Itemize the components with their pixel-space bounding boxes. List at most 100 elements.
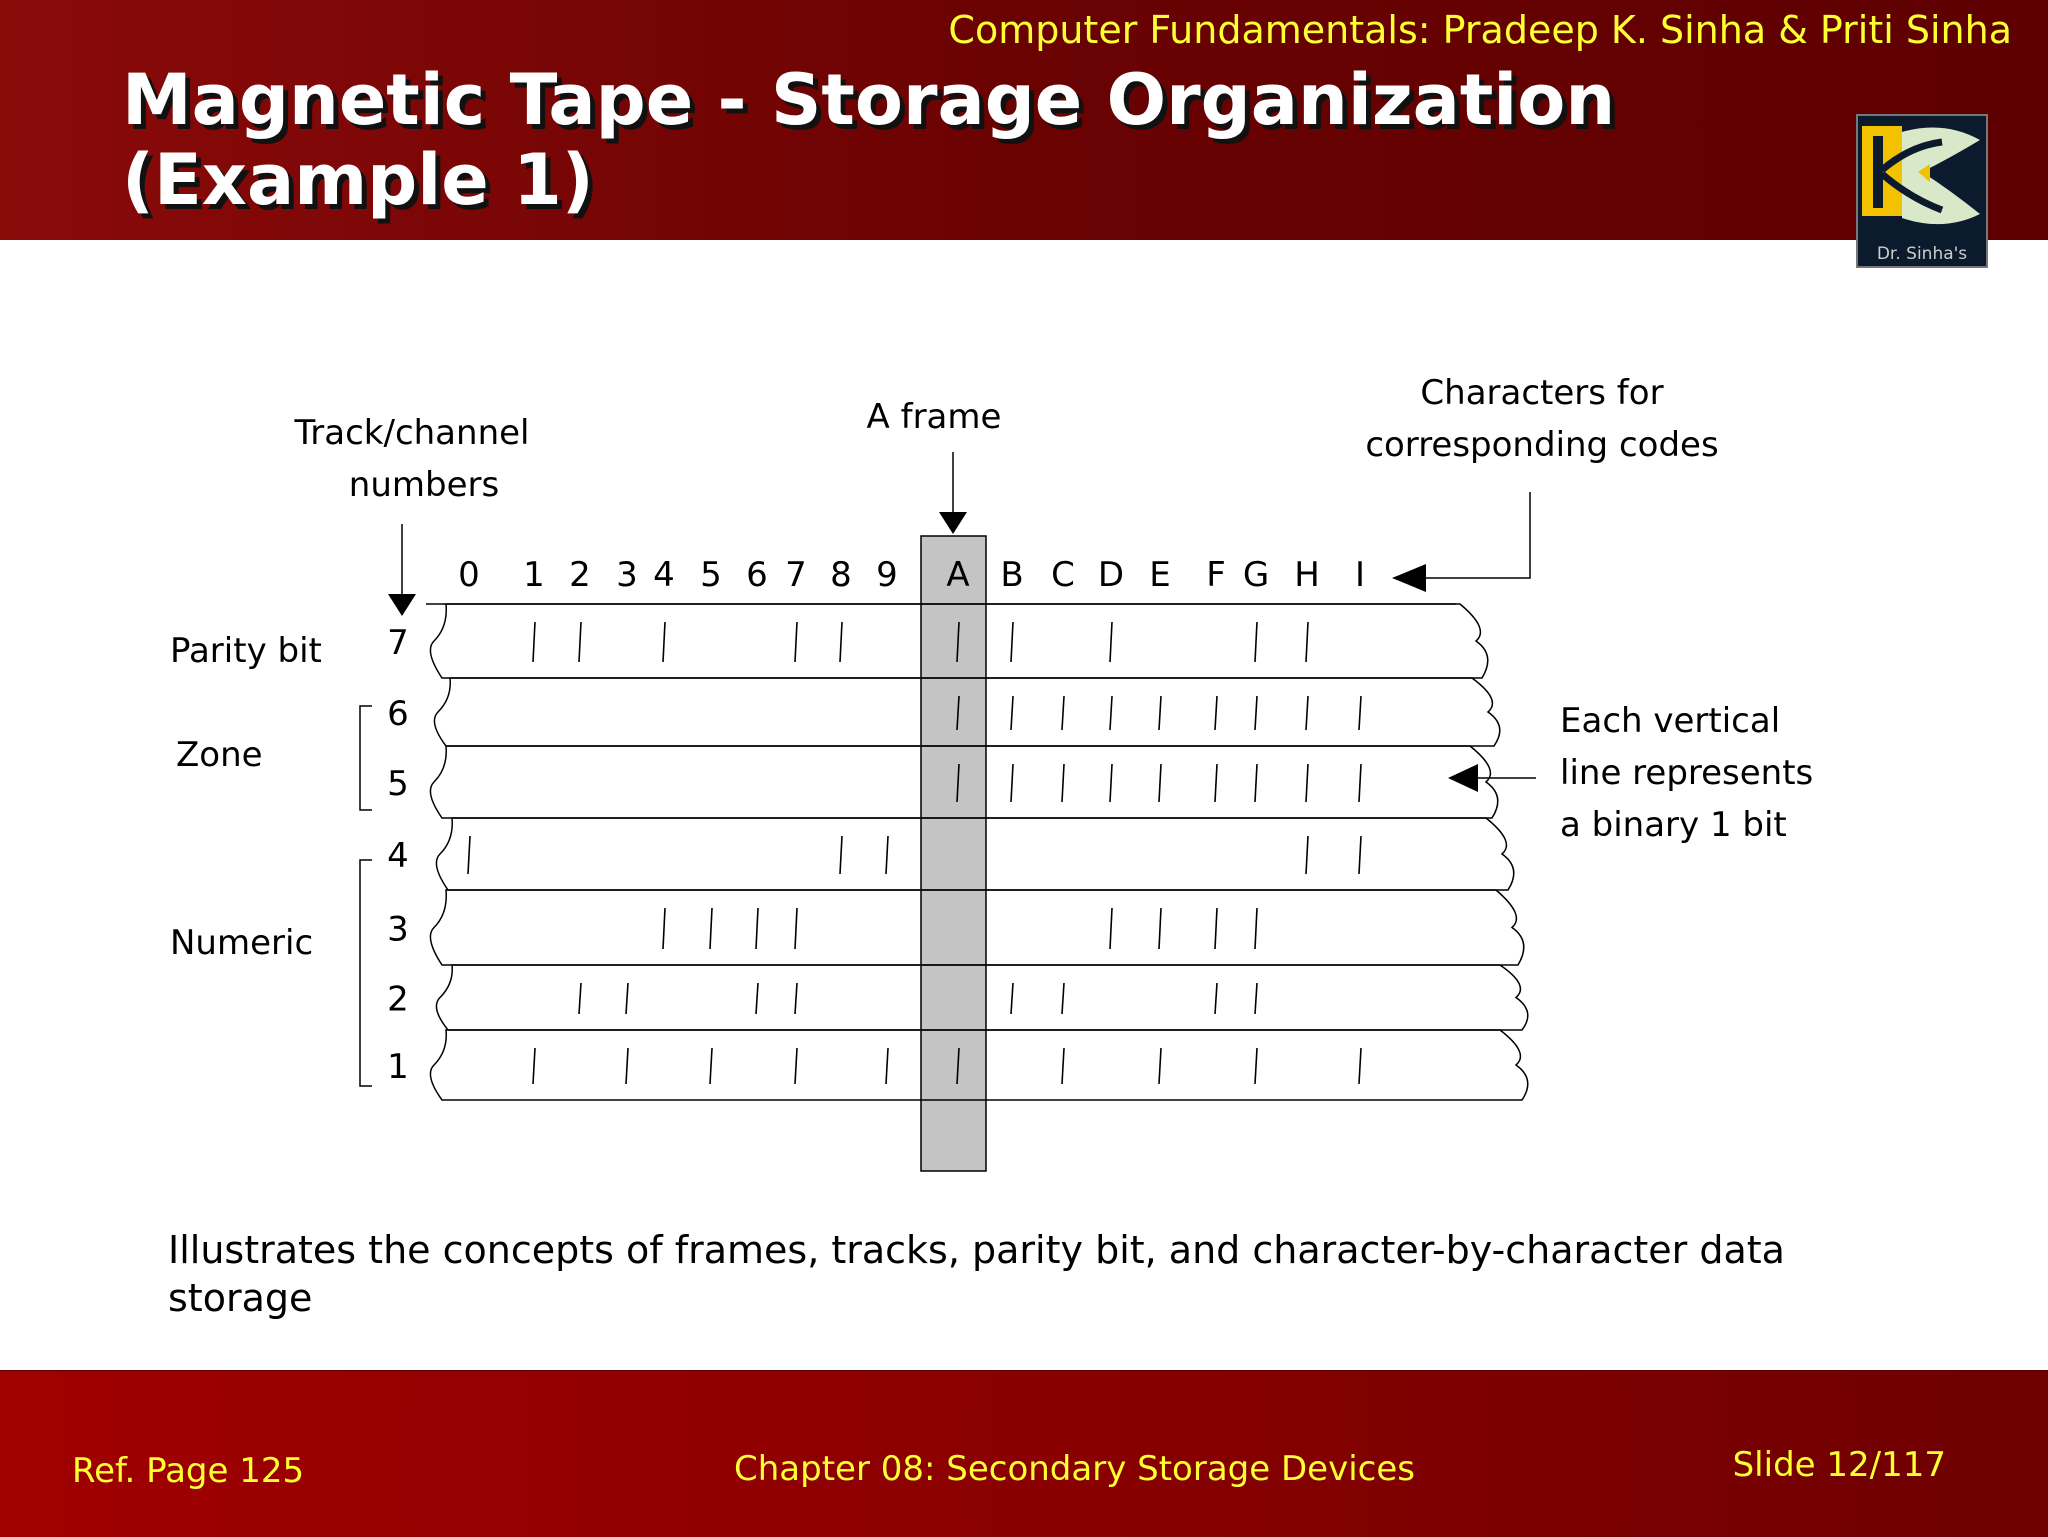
bit-mark (467, 835, 471, 875)
bit-mark (755, 907, 759, 950)
bit-mark (1214, 907, 1218, 950)
label-track-numbers-line2: numbers (349, 465, 499, 505)
bit-mark (662, 907, 666, 950)
track-row-outline (429, 745, 1499, 819)
track-number: 4 (387, 836, 409, 876)
frame-highlight (920, 535, 987, 1172)
bit-mark (956, 763, 960, 803)
character-label: 4 (653, 555, 675, 595)
character-label: 8 (830, 555, 852, 595)
bit-mark (1109, 695, 1113, 731)
book-credit: Computer Fundamentals: Pradeep K. Sinha … (948, 8, 2012, 52)
zone-bracket (359, 705, 372, 811)
character-label: E (1149, 555, 1170, 595)
label-numeric: Numeric (170, 923, 313, 963)
bit-mark (1214, 763, 1218, 803)
bit-mark (1358, 695, 1362, 731)
bit-mark (839, 621, 843, 663)
bit-mark (1214, 695, 1218, 731)
bit-mark (1010, 695, 1014, 731)
character-label: H (1294, 555, 1320, 595)
bit-mark (755, 982, 759, 1015)
label-vertical-line3: a binary 1 bit (1560, 805, 1787, 845)
bit-mark (1305, 695, 1309, 731)
bit-mark (709, 1047, 713, 1085)
header-banner: Computer Fundamentals: Pradeep K. Sinha … (0, 0, 2048, 268)
slide-title-line1: Magnetic Tape - Storage Organization (122, 59, 1616, 141)
track-number: 1 (387, 1047, 409, 1087)
label-frame: A frame (867, 397, 1002, 437)
logo-label: Dr. Sinha's (1876, 244, 1968, 264)
bit-mark (1109, 763, 1113, 803)
slide-title-line2: (Example 1) (122, 139, 594, 221)
bit-mark (1010, 621, 1014, 663)
track-row-outline (429, 603, 1489, 679)
dr-sinha-logo: Dr. Sinha's (1856, 114, 1988, 268)
label-characters-line2: corresponding codes (1365, 425, 1718, 465)
bit-mark (1305, 763, 1309, 803)
bit-mark (794, 982, 798, 1015)
character-label: D (1098, 555, 1124, 595)
slide-title: Magnetic Tape - Storage Organization (Ex… (122, 60, 1822, 220)
characters-arrow (1420, 492, 1531, 579)
track-row-outline (433, 677, 1501, 747)
bit-mark (1254, 907, 1258, 950)
character-label: B (1000, 555, 1023, 595)
bit-mark (839, 835, 843, 875)
bit-mark (1061, 982, 1065, 1015)
track-row-outline (429, 1029, 1529, 1101)
character-label: 5 (700, 555, 722, 595)
character-label: 2 (569, 555, 591, 595)
bit-mark (1061, 763, 1065, 803)
track-row-outline (435, 964, 1529, 1031)
track-number: 5 (387, 764, 409, 804)
bit-mark (1109, 907, 1113, 950)
bit-mark (1358, 835, 1362, 875)
bit-mark (1254, 621, 1258, 663)
track-numbers-arrowhead (388, 594, 416, 616)
bit-mark (625, 1047, 629, 1085)
track-number: 6 (387, 694, 409, 734)
bit-mark (625, 982, 629, 1015)
character-label: 3 (616, 555, 638, 595)
label-track-numbers-line1: Track/channel (294, 413, 530, 453)
bit-mark (1061, 1047, 1065, 1085)
characters-arrowhead (1392, 564, 1426, 592)
bit-mark (1254, 982, 1258, 1015)
bit-mark (1214, 982, 1218, 1015)
character-label: 1 (523, 555, 545, 595)
label-zone: Zone (176, 735, 263, 775)
bit-mark (578, 982, 582, 1015)
character-label: G (1243, 555, 1269, 595)
bit-mark (1109, 621, 1113, 663)
chapter-title: Chapter 08: Secondary Storage Devices (734, 1449, 1415, 1489)
bit-mark (1158, 695, 1162, 731)
bit-mark (956, 621, 960, 663)
bit-mark (794, 907, 798, 950)
bit-mark (1158, 763, 1162, 803)
bit-mark (1254, 1047, 1258, 1085)
slide-caption: Illustrates the concepts of frames, trac… (168, 1228, 1785, 1320)
track-number: 2 (387, 980, 409, 1020)
character-label: A (946, 555, 969, 595)
bit-mark (1254, 695, 1258, 731)
label-vertical-line2: line represents (1560, 753, 1813, 793)
bit-mark (578, 621, 582, 663)
track-number: 7 (387, 623, 409, 663)
character-label: I (1355, 555, 1365, 595)
vertical-line-arrowhead (1448, 764, 1478, 792)
label-characters-line1: Characters for (1420, 373, 1663, 413)
bit-mark (1358, 1047, 1362, 1085)
label-vertical-line1: Each vertical (1560, 701, 1780, 741)
bit-mark (1305, 621, 1309, 663)
track-row-outline (435, 817, 1515, 891)
logo-emblem-icon (1858, 116, 1986, 244)
footer-banner: Ref. Page 125 Chapter 08: Secondary Stor… (0, 1370, 2048, 1537)
bit-mark (1010, 763, 1014, 803)
bit-mark (956, 695, 960, 731)
bit-mark (662, 621, 666, 663)
bit-mark (956, 1047, 960, 1085)
bit-mark (1305, 835, 1309, 875)
